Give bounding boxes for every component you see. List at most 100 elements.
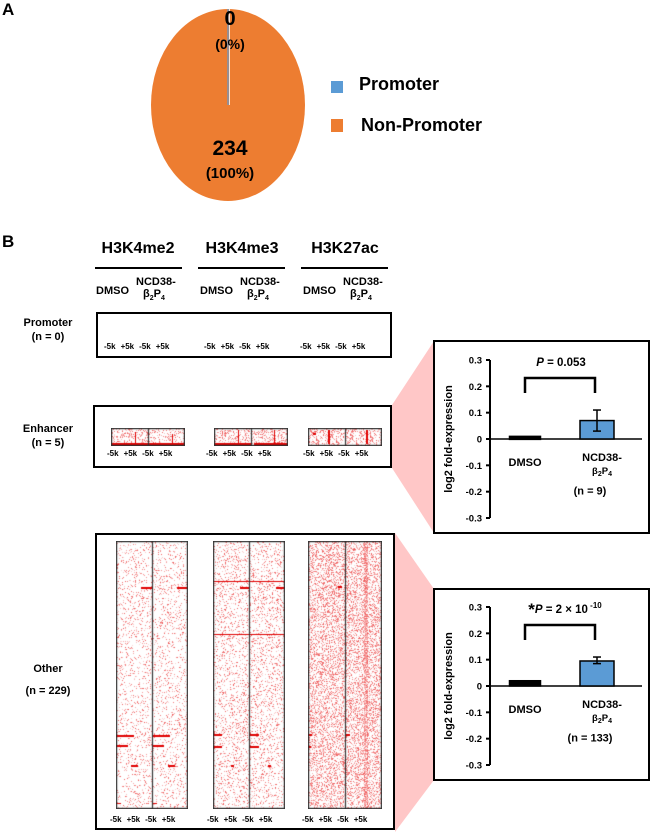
p-text: = 0.053 [544,357,586,369]
bar-chart-other: log2 fold-expression0.30.20.10-0.1-0.2-0… [443,600,642,772]
tick-label: +5k [161,815,176,824]
y-tick-label: 0.3 [469,603,482,614]
tick-label: +5k [353,815,368,824]
significance-star: * [528,600,535,619]
significance-bracket [523,623,597,640]
y-tick-label: 0.1 [469,408,483,419]
tick-label: +5k [155,342,170,351]
tick-label: -5k [204,342,216,351]
row-n: (n = 0) [31,331,65,343]
pie-label-promoter-percent: (0%) [215,36,245,52]
category-label-ncd38: NCD38- [582,699,622,711]
row-name: Other [33,663,63,675]
y-tick-label: -0.2 [466,487,482,498]
n-label: (n = 9) [574,486,607,498]
tick-label: +5k [319,449,334,458]
legend-label-non-promoter: Non-Promoter [361,115,482,135]
tick-label: +5k [126,815,141,824]
panel-a-label: A [2,0,15,19]
tick-label: -5k [302,815,314,824]
heading-h3k4me2: H3K4me2 [101,240,175,257]
n-label: (n = 133) [568,733,613,745]
row-name: Enhancer [22,423,74,435]
subscript: 4 [608,471,612,478]
tick-label: -5k [303,449,315,458]
bar-dmso [508,435,542,441]
position-tick-labels: -5k+5k-5k+5k [302,815,372,824]
bar-chart-enhancer: log2 fold-expression0.30.20.10-0.1-0.2-0… [443,356,642,525]
legend-swatch-non-promoter [331,119,343,132]
funnel-other [395,533,434,832]
heatmap-enhancer-h3k4me2 [111,428,185,446]
p-symbol: P [153,288,161,300]
pie-chart [151,9,305,201]
tick-label: +5k [258,815,273,824]
legend-swatch-promoter [331,81,343,93]
funnel-enhancer [392,341,434,533]
subscript: 2 [598,471,602,478]
tick-label: +5k [158,449,173,458]
heatmap-enhancer-h3k27ac [308,428,382,446]
promoter-box [96,312,392,358]
position-tick-labels: -5k+5k-5k+5k [207,815,277,824]
position-tick-labels: -5k+5k-5k+5k [104,342,174,351]
symbol: β [592,466,598,477]
row-n: (n = 229) [25,685,71,697]
category-label-dmso: DMSO [509,704,542,716]
heatmap-other-h3k4me2 [116,541,188,809]
subscript: 2 [598,718,602,725]
tick-label: -5k [104,342,116,351]
p-value-label: P = 0.053 [536,357,586,369]
category-label-dmso: DMSO [509,457,542,469]
heading-underline [198,267,285,269]
condition-dmso: DMSO [96,285,129,297]
category-label-ncd38-line2: β2P4 [592,713,612,725]
tick-label: +5k [316,342,331,351]
p-italic: P [535,604,543,616]
p-symbol: P [360,288,368,300]
beta-symbol: β [350,288,357,300]
position-tick-labels: -5k+5k-5k+5k [110,815,180,824]
tick-label: -5k [145,815,157,824]
tick-label: -5k [241,449,253,458]
position-tick-labels: -5k+5k-5k+5k [303,449,373,458]
tick-label: +5k [223,815,238,824]
p-italic: P [536,357,544,369]
p-text: = 2 × 10 [543,604,588,616]
tick-label: +5k [220,342,235,351]
tick-label: -5k [239,342,251,351]
significance-bracket [523,376,597,393]
subscript-2: 2 [356,295,361,303]
subscript-4: 4 [264,295,269,303]
position-tick-labels: -5k +5k -5k +5k [204,342,274,351]
tick-label: +5k [255,342,270,351]
heading-h3k27ac: H3K27ac [311,240,379,257]
y-tick-label: -0.2 [466,734,482,745]
heading-h3k4me3: H3K4me3 [205,240,279,257]
symbol: P [602,466,609,477]
bar-ncd38 [579,660,615,687]
condition-ncd38: NCD38-β2P4 [343,276,383,305]
p-value-label: *P = 2 × 10 -10 [528,600,602,619]
position-tick-labels: -5k+5k-5k+5k [300,342,370,351]
tick-label: -5k [142,449,154,458]
y-tick-label: 0.2 [469,382,482,393]
subscript-4: 4 [160,295,165,303]
tick-label: -5k [107,449,119,458]
heatmap-enhancer-h3k4me3 [214,428,288,446]
beta-symbol: β [143,288,150,300]
row-name: Promoter [23,317,73,329]
beta-symbol: β [247,288,254,300]
tick-label: +5k [318,815,333,824]
tick-label: -5k [338,449,350,458]
tick-label: +5k [120,342,135,351]
condition-ncd38: NCD38-β2P4 [136,276,176,305]
p-symbol: P [257,288,265,300]
row-label-other: Other (n = 229) [8,658,88,702]
tick-label: +5k [123,449,138,458]
y-tick-label: -0.3 [466,761,482,772]
tick-label: -5k [300,342,312,351]
y-tick-label: -0.1 [466,461,483,472]
